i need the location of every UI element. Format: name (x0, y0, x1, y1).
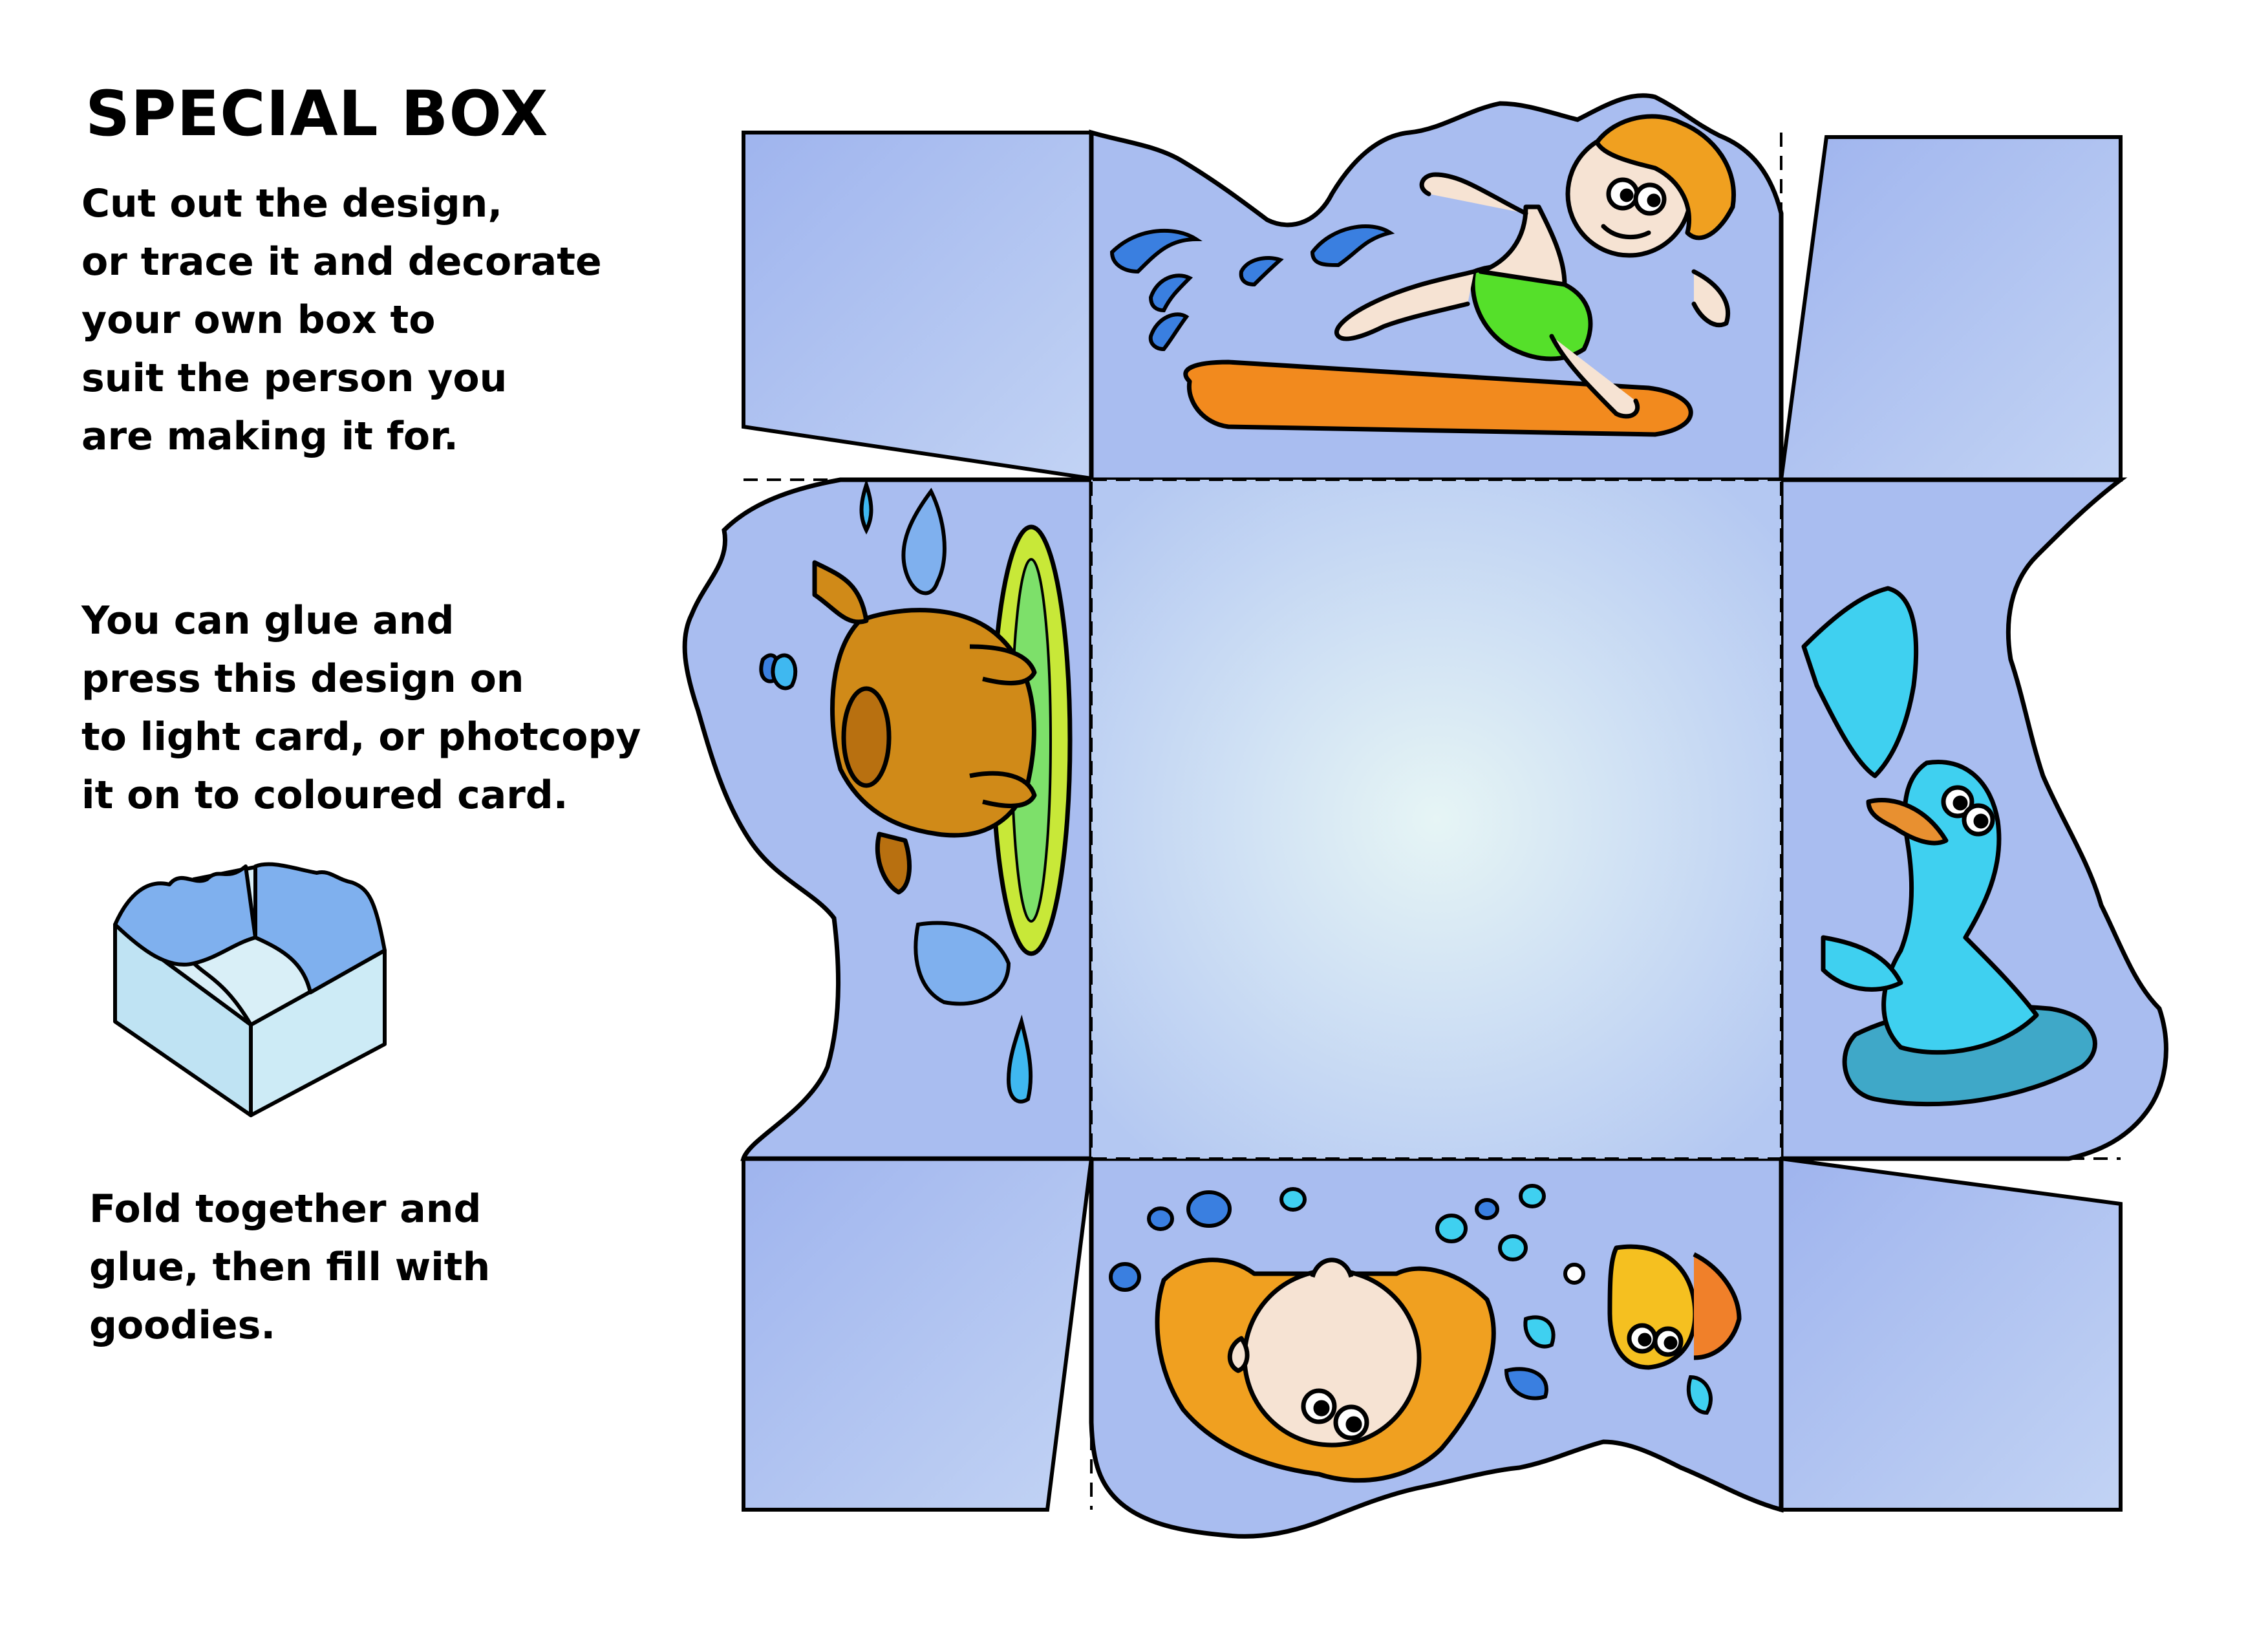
instruction-line: Fold together and (89, 1186, 482, 1232)
instruction-line: goodies. (89, 1303, 276, 1348)
center-base (1091, 480, 1781, 1159)
fold-lines (744, 133, 2121, 1510)
water-drops-top (1109, 224, 1395, 352)
bird-on-surfboard (1801, 586, 2097, 1107)
instruction-line: You can glue and (81, 598, 455, 643)
instruction-line: are making it for. (81, 414, 458, 459)
corner-flap-top-left (742, 131, 1093, 481)
instruction-line: it on to coloured card. (81, 773, 568, 818)
fold-instructions: Fold together and glue, then fill with g… (89, 1180, 490, 1355)
corner-flap-top-right (1779, 135, 2123, 482)
instruction-line: your own box to (81, 297, 436, 343)
cut-instructions: Cut out the design, or trace it and deco… (81, 175, 602, 466)
boy-and-fish (1155, 1244, 1742, 1483)
water-drops-bottom (1109, 1184, 1713, 1415)
glue-instructions: You can glue and press this design on to… (81, 592, 641, 824)
dog-on-surfboard (812, 524, 1073, 956)
corner-flap-bottom-right (1779, 1156, 2123, 1512)
corner-flap-bottom-left (742, 1157, 1094, 1512)
instruction-line: glue, then fill with (89, 1245, 491, 1290)
instruction-line: Cut out the design, (81, 181, 503, 226)
instruction-line: or trace it and decorate (81, 239, 602, 284)
folded-box-preview (113, 862, 387, 1117)
instruction-line: press this design on (81, 656, 524, 702)
page-title: SPECIAL BOX (85, 78, 549, 150)
instruction-line: suit the person you (81, 356, 508, 401)
instruction-line: to light card, or photcopy (81, 714, 641, 760)
boy-on-surfboard (1183, 114, 1736, 437)
water-drops-left (759, 478, 1033, 1104)
